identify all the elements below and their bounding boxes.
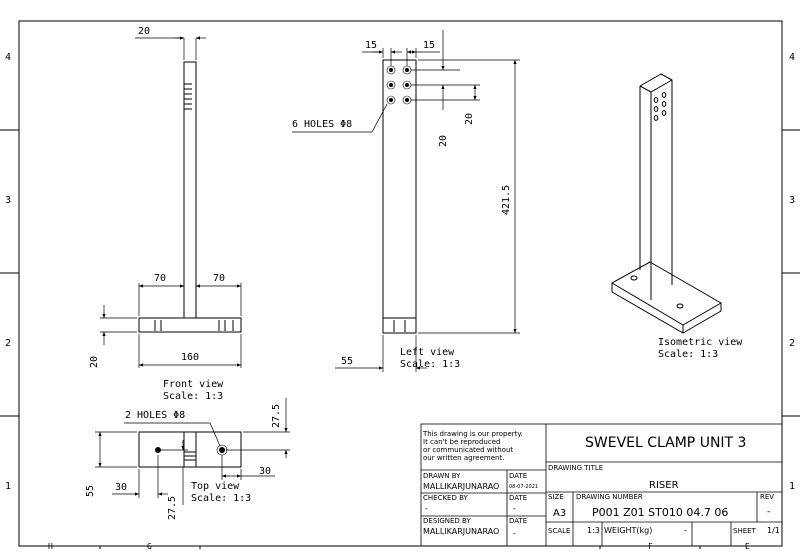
front-dim-base-width: 160 <box>181 352 200 363</box>
left-view-title: Left view <box>400 347 455 358</box>
top-view-title: Top view <box>191 481 240 492</box>
left-dim-hole-spacing-b: 20 <box>464 112 475 125</box>
tb-notice-1: This drawing is our property. <box>423 430 523 438</box>
front-dim-left-flange: 70 <box>154 273 167 284</box>
left-view-scale: Scale: 1:3 <box>400 359 461 370</box>
top-dim-hole-y-top: 27.5 <box>271 403 282 428</box>
tb-checked-date-label: DATE <box>509 494 528 502</box>
top-dim-hole-x-right: 30 <box>259 466 272 477</box>
col-label-f: F <box>648 542 653 551</box>
tb-drawn-date: 08-07-2021 <box>509 484 539 490</box>
top-dim-depth: 55 <box>85 484 96 497</box>
tb-rev: - <box>767 507 771 517</box>
tb-designed-date-label: DATE <box>509 517 528 525</box>
top-view-dimensions <box>95 398 290 505</box>
tb-drawing-title-label: DRAWING TITLE <box>548 464 604 472</box>
top-dim-hole-y-bottom: 27.5 <box>167 495 178 520</box>
top-dim-hole-x-left: 30 <box>115 482 128 493</box>
tb-drawn-date-label: DATE <box>509 472 528 480</box>
title-block-frame <box>420 423 783 547</box>
row-label-3-right: 3 <box>789 195 796 206</box>
left-dim-height: 421.5 <box>501 184 512 215</box>
tb-drawn-by-label: DRAWN BY <box>423 472 461 480</box>
tb-drawing-number-label: DRAWING NUMBER <box>576 493 643 501</box>
tb-designed-by: MALLIKARJUNARAO <box>423 527 500 536</box>
row-label-2: 2 <box>5 338 12 349</box>
col-label-e: E <box>745 542 750 551</box>
row-label-4: 4 <box>5 52 12 63</box>
tb-sheet: 1/1 <box>767 526 780 535</box>
left-dim-right-offset: 15 <box>423 40 436 51</box>
tb-drawing-number: P001 Z01 ST010 04.7 06 <box>592 506 729 519</box>
row-label-4-right: 4 <box>789 52 796 63</box>
left-view-holes <box>389 68 409 102</box>
top-view-holes-callout: 2 HOLES Φ8 <box>125 410 186 421</box>
top-view-scale: Scale: 1:3 <box>191 493 252 504</box>
front-dim-top-width: 20 <box>138 26 151 37</box>
tb-designed-by-label: DESIGNED BY <box>423 517 471 525</box>
isometric-view-geometry <box>611 73 722 334</box>
tb-notice-4: our written agreement. <box>423 454 505 462</box>
col-label-h: H <box>48 542 53 551</box>
row-label-1: 1 <box>5 481 12 492</box>
tb-sheet-label: SHEET <box>733 527 756 535</box>
tb-notice-2: It can't be reproduced <box>423 438 501 446</box>
tb-weight-label: WEIGHT(kg) <box>604 526 653 535</box>
col-label-g: G <box>147 542 152 551</box>
front-view-scale: Scale: 1:3 <box>163 391 224 402</box>
left-view-dimensions <box>292 30 520 372</box>
front-view-geometry <box>138 61 242 333</box>
front-view-title: Front view <box>163 379 224 390</box>
left-dim-hole-spacing-a: 20 <box>438 134 449 147</box>
tb-scale-label: SCALE <box>548 527 571 535</box>
tb-drawing-title: RISER <box>649 480 679 491</box>
tb-project-title: SWEVEL CLAMP UNIT 3 <box>585 435 747 451</box>
sheet-frame <box>0 20 800 549</box>
row-label-3: 3 <box>5 195 12 206</box>
front-dim-right-flange: 70 <box>213 273 226 284</box>
top-view-geometry <box>138 431 242 468</box>
row-label-1-right: 1 <box>789 481 796 492</box>
tb-notice-3: or communicated without <box>423 446 514 454</box>
tb-designed-date: - <box>513 529 516 538</box>
left-view-holes-callout: 6 HOLES Φ8 <box>292 119 353 130</box>
left-dim-left-offset: 15 <box>365 40 378 51</box>
tb-rev-label: REV <box>760 493 775 501</box>
row-label-2-right: 2 <box>789 338 796 349</box>
tb-checked-date: - <box>513 504 516 513</box>
tb-checked-by: - <box>425 504 428 513</box>
left-view-geometry <box>382 59 417 334</box>
left-dim-base-depth: 55 <box>341 356 354 367</box>
iso-view-title: Isometric view <box>658 337 743 348</box>
tb-checked-by-label: CHECKED BY <box>423 494 468 502</box>
tb-scale: 1:3 <box>587 526 600 535</box>
tb-drawn-by: MALLIKARJUNARAO <box>423 482 500 491</box>
iso-view-scale: Scale: 1:3 <box>658 349 719 360</box>
front-view-dimensions <box>100 36 242 368</box>
front-dim-base-height: 20 <box>89 355 100 368</box>
tb-weight: - <box>684 526 687 535</box>
tb-size: A3 <box>553 508 567 519</box>
tb-size-label: SIZE <box>548 493 564 501</box>
